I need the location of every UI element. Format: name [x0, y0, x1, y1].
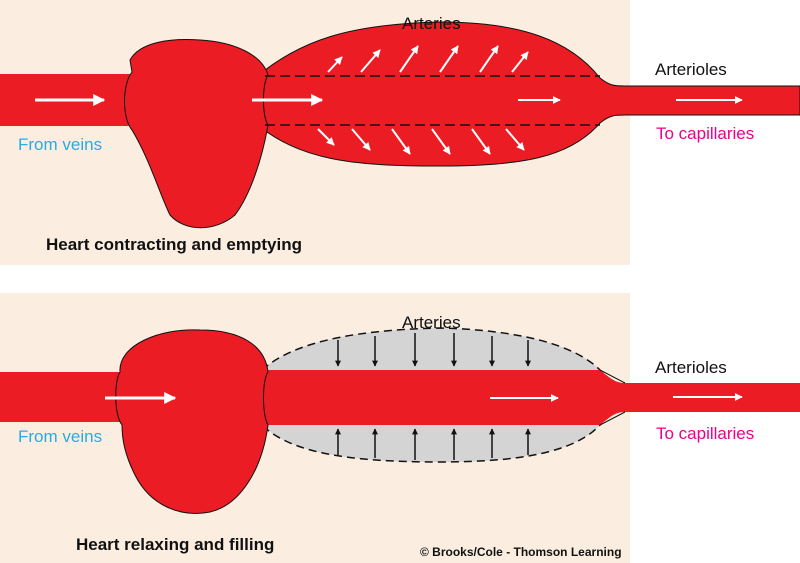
heart-contracted	[124, 39, 269, 229]
wall-arrow	[471, 128, 491, 155]
wall-arrow	[431, 128, 451, 155]
lumen-edge-top	[599, 369, 626, 384]
lumen-edge-bottom	[599, 411, 626, 426]
title-contracting: Heart contracting and emptying	[46, 235, 302, 254]
title-relaxing: Heart relaxing and filling	[76, 535, 275, 554]
recoil-arrows	[335, 333, 531, 460]
copyright-credit: © Brooks/Cole - Thomson Learning	[420, 545, 622, 559]
wall-arrow	[327, 56, 343, 73]
from-veins-label-top: From veins	[18, 135, 103, 154]
bottom-flow-arrows	[105, 392, 743, 404]
artery-expanded	[254, 21, 800, 167]
from-veins-label-bottom: From veins	[18, 427, 103, 446]
top-vessels	[0, 21, 800, 229]
wall-arrow	[399, 45, 419, 73]
expansion-arrows	[317, 45, 529, 155]
wall-arrow	[391, 128, 411, 155]
wall-arrow	[360, 49, 381, 73]
to-capillaries-label-top: To capillaries	[656, 124, 755, 143]
wall-arrow	[511, 51, 529, 73]
arterioles-label-bottom: Arterioles	[655, 358, 727, 377]
wall-arrow	[505, 128, 525, 151]
to-capillaries-label-bottom: To capillaries	[656, 424, 755, 443]
wall-arrow	[351, 128, 371, 151]
wall-arrow	[317, 128, 335, 146]
wall-arrow	[479, 45, 499, 73]
wall-arrow	[439, 45, 459, 73]
arterioles-label-top: Arterioles	[655, 60, 727, 79]
arteries-label-top: Arteries	[402, 14, 461, 33]
heart-relaxed	[115, 329, 269, 514]
bottom-vessels	[0, 327, 800, 514]
arteries-label-bottom: Arteries	[402, 313, 461, 332]
